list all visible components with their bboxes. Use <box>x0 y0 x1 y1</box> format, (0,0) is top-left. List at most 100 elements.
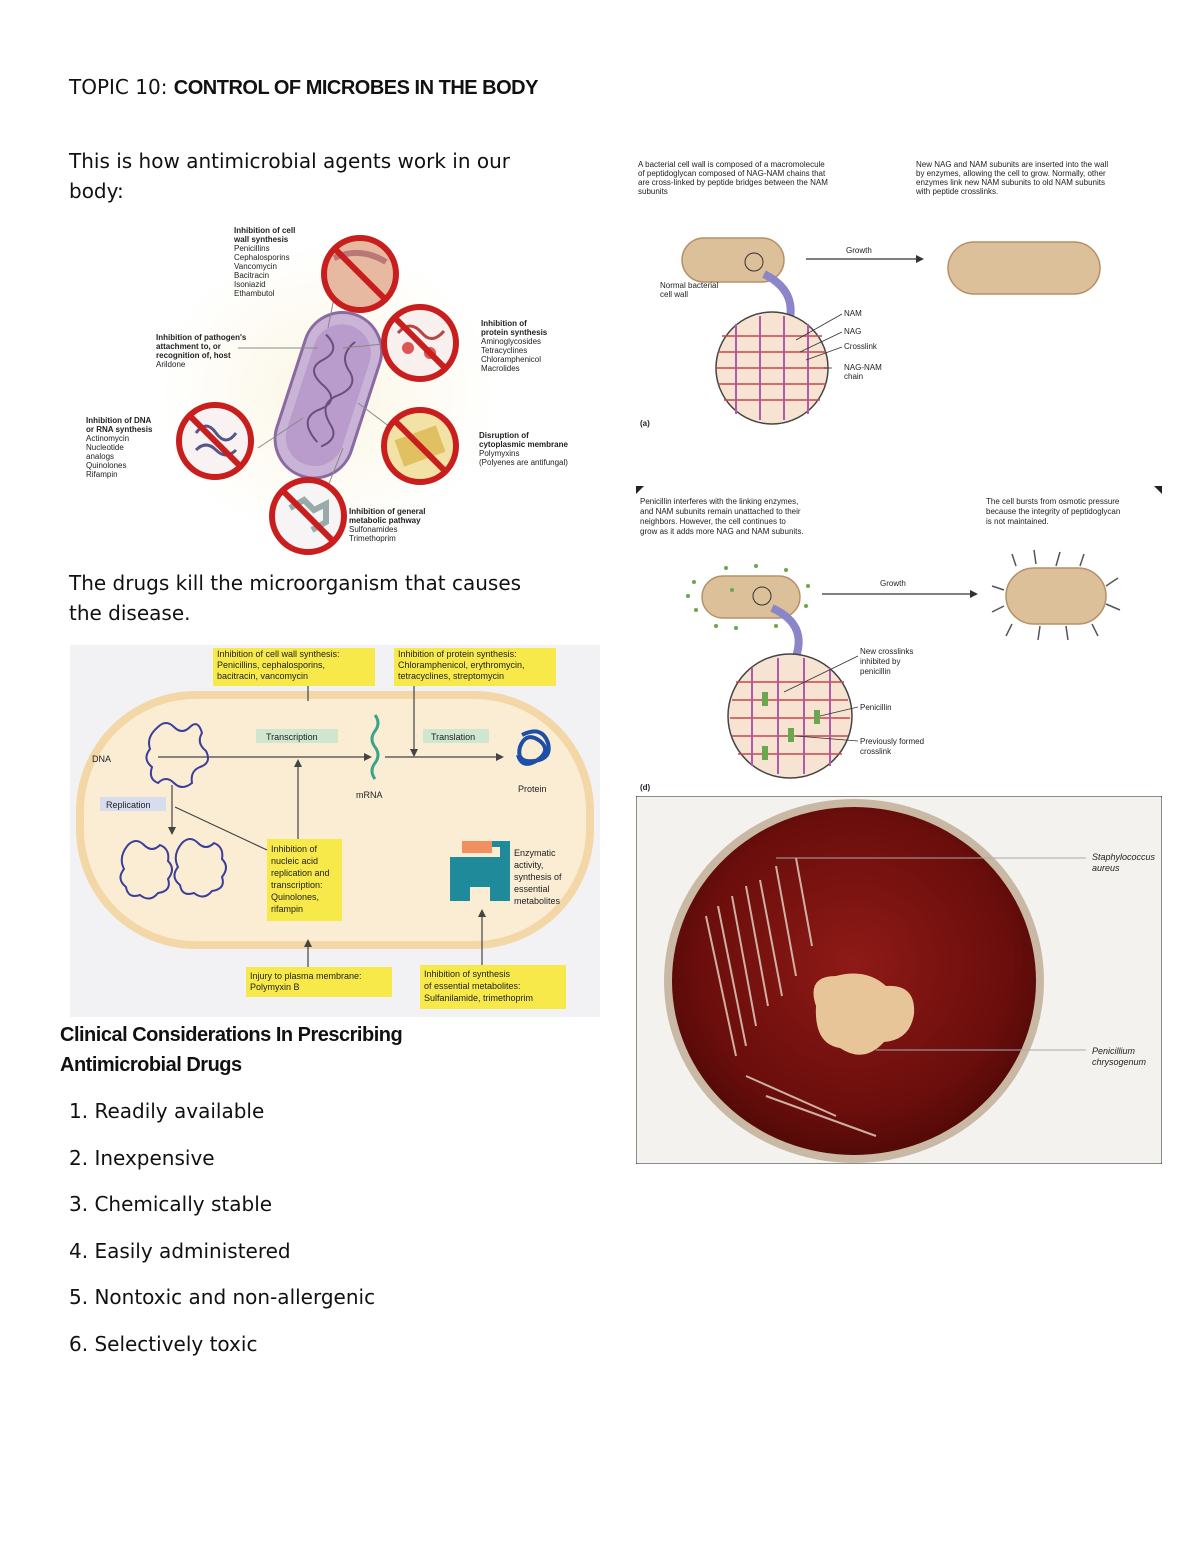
dna-label: DNA <box>92 754 111 764</box>
nam-label: NAM <box>844 309 862 318</box>
cell-wall-drug: Isoniazid <box>234 280 266 289</box>
metabolites-box-line: Sulfanilamide, trimethoprim <box>424 993 533 1003</box>
enzymatic-label: activity, <box>514 860 543 870</box>
attachment-label: recognition of, host <box>156 351 231 360</box>
cell-wall-drug: Cephalosporins <box>234 253 290 262</box>
nucleic-box-line: rifampin <box>271 904 303 914</box>
cell-wall-drug: Penicillins <box>234 244 270 253</box>
nucleic-box-line: replication and <box>271 868 330 878</box>
protein-box-line: Chloramphenicol, erythromycin, <box>398 660 525 670</box>
caption-line: The cell bursts from osmotic pressure <box>986 497 1120 506</box>
replication-label: Replication <box>106 800 151 810</box>
nucleic-box-line: Quinolones, <box>271 892 319 902</box>
considerations-list: 1. Readily available 2. Inexpensive 3. C… <box>69 1094 375 1374</box>
protein-label: protein synthesis <box>481 328 548 337</box>
caption-line: New NAG and NAM subunits are inserted in… <box>916 160 1108 169</box>
caption-line: and NAM subunits remain unattached to th… <box>640 507 801 516</box>
metabolic-drug: Sulfonamides <box>349 525 397 534</box>
protein-drug: Chloramphenicol <box>481 355 541 364</box>
new-crosslinks-label: inhibited by <box>860 657 900 666</box>
penicillium-label: Penicillium <box>1092 1046 1136 1056</box>
protein-label: Protein <box>518 784 547 794</box>
normal-wall-label: cell wall <box>660 290 688 299</box>
protein-box-line: tetracyclines, streptomycin <box>398 671 504 681</box>
topic-title: CONTROL OF MICROBES IN THE BODY <box>173 77 539 99</box>
list-item: 2. Inexpensive <box>69 1145 215 1170</box>
growth-label: Growth <box>880 579 906 588</box>
normal-cell-wall-figure: A bacterial cell wall is composed of a m… <box>638 160 1108 428</box>
cell-wall-label-2: wall synthesis <box>233 235 289 244</box>
protein-drug: Macrolides <box>481 364 520 373</box>
list-item: 4. Easily administered <box>69 1238 291 1263</box>
list-item: 3. Chemically stable <box>69 1192 273 1217</box>
dna-drug: Rifampin <box>86 470 118 479</box>
growth-label: Growth <box>846 246 872 255</box>
enzymatic-label: essential <box>514 884 550 894</box>
dna-label: or RNA synthesis <box>86 425 153 434</box>
caption-line: with peptide crosslinks. <box>915 187 998 196</box>
protein-box-line: Inhibition of protein synthesis: <box>398 649 517 659</box>
translation-label: Translation <box>431 732 475 742</box>
caption-line: A bacterial cell wall is composed of a m… <box>638 160 825 169</box>
nucleic-box-line: transcription: <box>271 880 323 890</box>
metabolites-box-line: Inhibition of synthesis <box>424 969 511 979</box>
caption-line: are cross-linked by peptide bridges betw… <box>638 178 828 187</box>
membrane-drug: Polymyxins <box>479 449 519 458</box>
caption-line: neighbors. However, the cell continues t… <box>640 517 786 526</box>
enzymatic-label: Enzymatic <box>514 848 556 858</box>
membrane-label: cytoplasmic membrane <box>479 440 568 449</box>
protein-drug: Aminoglycosides <box>481 337 541 346</box>
protein-drug: Tetracyclines <box>481 346 527 355</box>
cell-wall-drug: Bacitracin <box>234 271 269 280</box>
nucleic-box-line: nucleic acid <box>271 856 318 866</box>
new-crosslinks-label: penicillin <box>860 667 891 676</box>
protein-label: Inhibition of <box>481 319 527 328</box>
staph-label: aureus <box>1092 863 1120 873</box>
dna-drug: Nucleotide <box>86 443 124 452</box>
attachment-label: attachment to, or <box>156 342 221 351</box>
transcription-label: Transcription <box>266 732 318 742</box>
cell-wall-drug: Ethambutol <box>234 289 275 298</box>
metabolic-label: metabolic pathway <box>349 516 421 525</box>
attachment-drug: Arildone <box>156 360 186 369</box>
caption-line: Penicillin interferes with the linking e… <box>640 497 798 506</box>
previous-crosslink-label: crosslink <box>860 747 892 756</box>
caption-line: subunits <box>638 187 668 196</box>
cell-wall-drug: Vancomycin <box>234 262 277 271</box>
caption-line: is not maintained. <box>986 517 1049 526</box>
cell-wall-box-line: bacitracin, vancomycin <box>217 671 308 681</box>
membrane-drug: (Polyenes are antifungal) <box>479 458 568 467</box>
after-figure-text: The drugs kill the microorganism that ca… <box>69 571 522 625</box>
page-title: TOPIC 10: CONTROL OF MICROBES IN THE BOD… <box>69 72 589 104</box>
caption-line: because the integrity of peptidoglycan <box>986 507 1120 516</box>
topic-prefix: TOPIC 10: <box>69 75 174 99</box>
membrane-box-line: Injury to plasma membrane: <box>250 971 362 981</box>
considerations-heading: Clinical Considerations In Prescribing A… <box>60 1024 403 1076</box>
panel-d-label: (d) <box>640 783 651 792</box>
caption-line: of peptidoglycan composed of NAG-NAM cha… <box>638 169 826 178</box>
cell-wall-box-line: Penicillins, cephalosporins, <box>217 660 325 670</box>
caption-line: grow as it adds more NAG and NAM subunit… <box>640 527 804 536</box>
list-item: 1. Readily available <box>69 1099 265 1123</box>
caption-line: by enzymes, allowing the cell to grow. N… <box>916 169 1106 178</box>
crosslink-label: Crosslink <box>844 342 878 351</box>
cell-wall-box-line: Inhibition of cell wall synthesis: <box>217 649 340 659</box>
metabolic-label: Inhibition of general <box>349 507 425 516</box>
intro-text: This is how antimicrobial agents work in… <box>69 149 511 203</box>
nag-label: NAG <box>844 327 861 336</box>
dna-drug: Actinomycin <box>86 434 129 443</box>
list-item: 5. Nontoxic and non-allergenic <box>69 1285 376 1310</box>
enzymatic-label: synthesis of <box>514 872 562 882</box>
chain-label: chain <box>844 372 863 381</box>
new-crosslinks-label: New crosslinks <box>860 647 913 656</box>
dna-drug: analogs <box>86 452 114 461</box>
dna-drug: Quinolones <box>86 461 126 470</box>
membrane-label: Disruption of <box>479 431 529 440</box>
drug-target-cell-diagram: Inhibition of cell wall synthesis: Penic… <box>70 645 600 1017</box>
penicillin-action-figure: Penicillin interferes with the linking e… <box>636 486 1162 792</box>
penicillium-label: chrysogenum <box>1092 1057 1147 1067</box>
staph-label: Staphylococcus <box>1092 852 1156 862</box>
dna-label: Inhibition of DNA <box>86 416 152 425</box>
petri-dish-photo: Staphylococcus aureus Penicillium chryso… <box>636 796 1162 1164</box>
caption-line: enzymes link new NAM subunits to old NAM… <box>916 178 1105 187</box>
